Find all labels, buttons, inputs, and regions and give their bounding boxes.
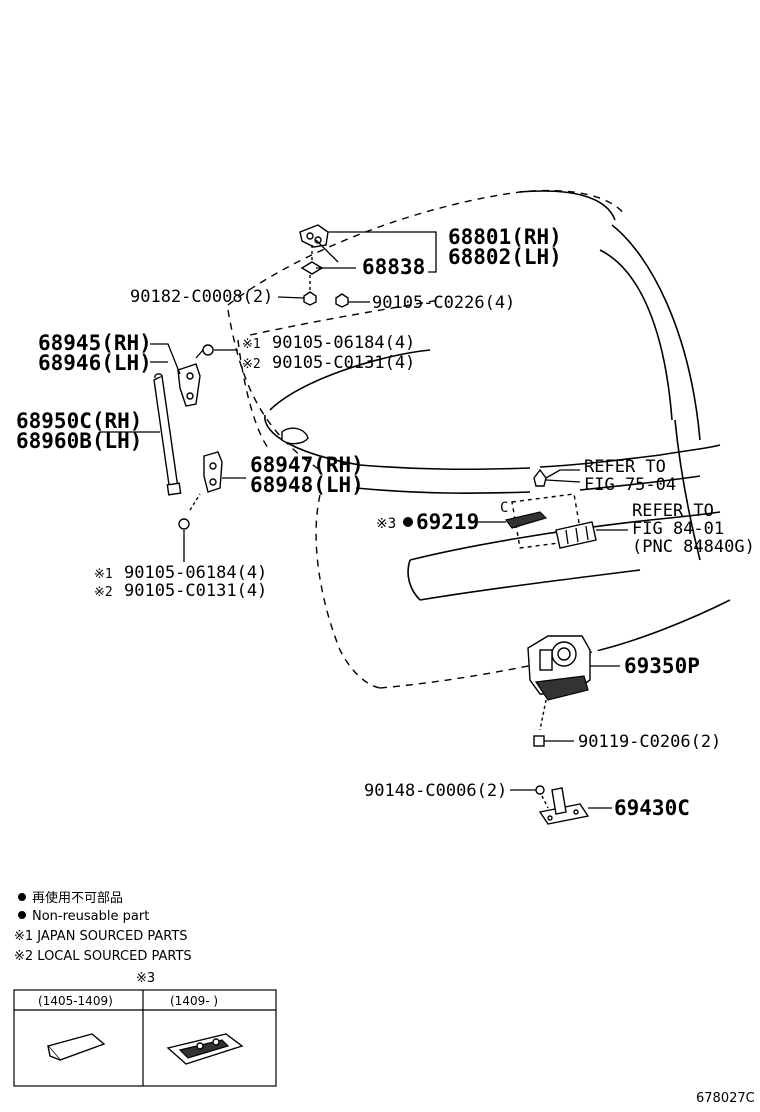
label-68801: 68801(RH) [448, 225, 562, 249]
label-68948: 68948(LH) [250, 473, 364, 497]
refer-84-01-line3: (PNC 84840G) [632, 537, 755, 557]
table-title: ※3 [136, 971, 155, 986]
label-90105-06184-upper: 90105-06184(4) [272, 333, 415, 353]
figure-id: 678027C [696, 1091, 755, 1106]
label-68838: 68838 [362, 255, 425, 279]
table-col2: (1409- ) [170, 994, 218, 1008]
note2-mark-upper: ※2 [242, 357, 261, 372]
variant-table [13, 989, 277, 1087]
note3-mark: ※3 [376, 516, 396, 532]
clip-icon [533, 468, 547, 487]
bolt-icon [535, 785, 545, 795]
switch-variant-old [46, 1033, 106, 1061]
refer-84-01-line1: REFER TO [632, 501, 714, 521]
back-door-outline [227, 189, 731, 689]
bolt-icon [335, 293, 349, 308]
label-90105-c0131-lower: 90105-C0131(4) [124, 581, 267, 601]
note2-mark-lower: ※2 [94, 585, 113, 600]
label-68802: 68802(LH) [448, 245, 562, 269]
label-69219: 69219 [416, 510, 479, 534]
label-68945: 68945(RH) [38, 331, 152, 355]
legend-item-local: ※2 LOCAL SOURCED PARTS [14, 949, 192, 964]
bolt-icon [195, 344, 214, 359]
striker [538, 787, 590, 825]
callout-c: C [500, 500, 508, 516]
bolt-icon [533, 735, 556, 747]
legend-item-jp: 再使用不可部品 [32, 890, 123, 906]
label-90105-c0226: 90105-C0226(4) [372, 293, 515, 313]
label-68950: 68950C(RH) [16, 409, 142, 433]
back-door-switch [504, 511, 548, 529]
refer-84-01-line2: FIG 84-01 [632, 519, 724, 539]
label-68946: 68946(LH) [38, 351, 152, 375]
label-90105-06184-lower: 90105-06184(4) [124, 563, 267, 583]
label-90105-c0131-upper: 90105-C0131(4) [272, 353, 415, 373]
label-90182: 90182-C0008(2) [130, 287, 273, 307]
upper-bracket [177, 363, 201, 407]
label-90148: 90148-C0006(2) [364, 781, 507, 801]
label-69430: 69430C [614, 796, 690, 820]
legend-item-japan: ※1 JAPAN SOURCED PARTS [14, 929, 188, 944]
label-68947: 68947(RH) [250, 453, 364, 477]
damper-stay [153, 373, 182, 496]
non-reusable-dot [403, 517, 413, 527]
note1-mark-lower: ※1 [94, 567, 113, 582]
lamp-assembly [555, 521, 597, 549]
lower-bracket [203, 451, 223, 493]
label-90119: 90119-C0206(2) [578, 732, 721, 752]
label-69350: 69350P [624, 654, 700, 678]
lock-assembly [527, 635, 591, 701]
table-col1: (1405-1409) [38, 994, 113, 1008]
legend-dot-2 [18, 911, 26, 919]
legend-item-nonreusable: Non-reusable part [32, 909, 149, 924]
label-68960: 68960B(LH) [16, 429, 142, 453]
bolt-icon [178, 518, 190, 530]
hinge-part [299, 224, 329, 248]
note1-mark-upper: ※1 [242, 337, 261, 352]
legend-dot-1 [18, 893, 26, 901]
refer-75-04-line1: REFER TO [584, 457, 666, 477]
refer-75-04-line2: FIG 75-04 [584, 475, 676, 495]
nut-icon [303, 291, 317, 306]
switch-variant-new [166, 1033, 244, 1065]
